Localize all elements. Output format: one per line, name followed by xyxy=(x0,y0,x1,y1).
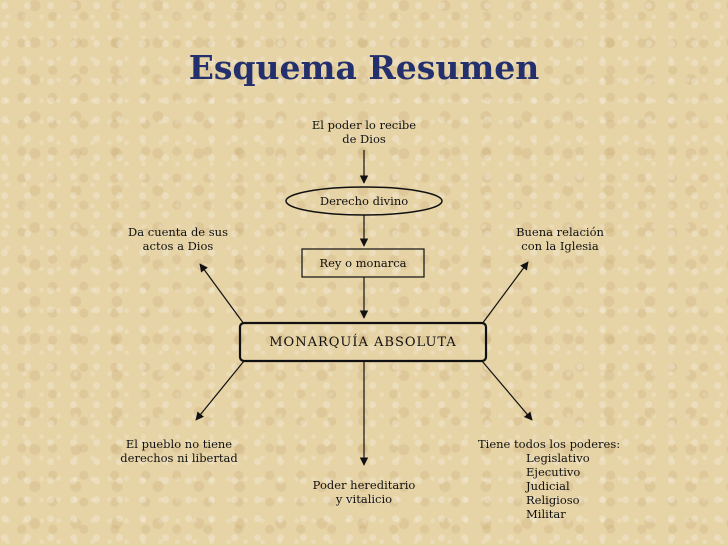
node-poderes: Tiene todos los poderes: Legislativo Eje… xyxy=(478,437,620,521)
node-origin-line-2: de Dios xyxy=(342,132,386,146)
node-iglesia-line-2: con la Iglesia xyxy=(521,239,599,253)
poderes-list: Legislativo Ejecutivo Judicial Religioso… xyxy=(478,451,620,521)
poderes-item: Judicial xyxy=(526,479,570,493)
slide-title: Esquema Resumen xyxy=(188,48,540,87)
node-derecho-label: Derecho divino xyxy=(319,194,409,208)
node-rey-label: Rey o monarca xyxy=(319,256,407,270)
poderes-item: Militar xyxy=(526,507,566,521)
arrow-center-to-cuenta xyxy=(199,263,245,325)
node-monarquia-absoluta: MONARQUÍA ABSOLUTA xyxy=(269,334,457,350)
node-derecho-divino: Derecho divino xyxy=(294,194,434,208)
node-pueblo-line-1: El pueblo no tiene xyxy=(125,437,233,451)
node-hereditario-line-2: y vitalicio xyxy=(335,492,393,506)
arrow-center-to-iglesia xyxy=(481,261,529,325)
node-hereditario-line-1: Poder hereditario xyxy=(312,478,416,492)
node-origin-line-1: El poder lo recibe xyxy=(311,118,417,132)
poderes-item: Ejecutivo xyxy=(526,465,581,479)
poderes-heading: Tiene todos los poderes: xyxy=(478,437,621,451)
arrow-center-to-pueblo xyxy=(195,360,245,421)
node-da-cuenta: Da cuenta de sus actos a Dios xyxy=(108,225,248,253)
node-buena-relacion: Buena relación con la Iglesia xyxy=(490,225,630,253)
node-pueblo: El pueblo no tiene derechos ni libertad xyxy=(104,437,254,465)
node-cuenta-line-2: actos a Dios xyxy=(142,239,214,253)
arrow-center-to-poderes xyxy=(481,360,533,421)
node-cuenta-line-1: Da cuenta de sus xyxy=(128,225,228,239)
node-origin: El poder lo recibe de Dios xyxy=(294,118,434,146)
node-rey-monarca: Rey o monarca xyxy=(302,256,424,270)
node-iglesia-line-1: Buena relación xyxy=(516,225,604,239)
poderes-item: Religioso xyxy=(526,493,580,507)
center-box xyxy=(238,321,488,363)
node-hereditario: Poder hereditario y vitalicio xyxy=(294,478,434,506)
poderes-item: Legislativo xyxy=(526,451,590,465)
rey-box xyxy=(301,248,425,278)
node-pueblo-line-2: derechos ni libertad xyxy=(120,451,238,465)
